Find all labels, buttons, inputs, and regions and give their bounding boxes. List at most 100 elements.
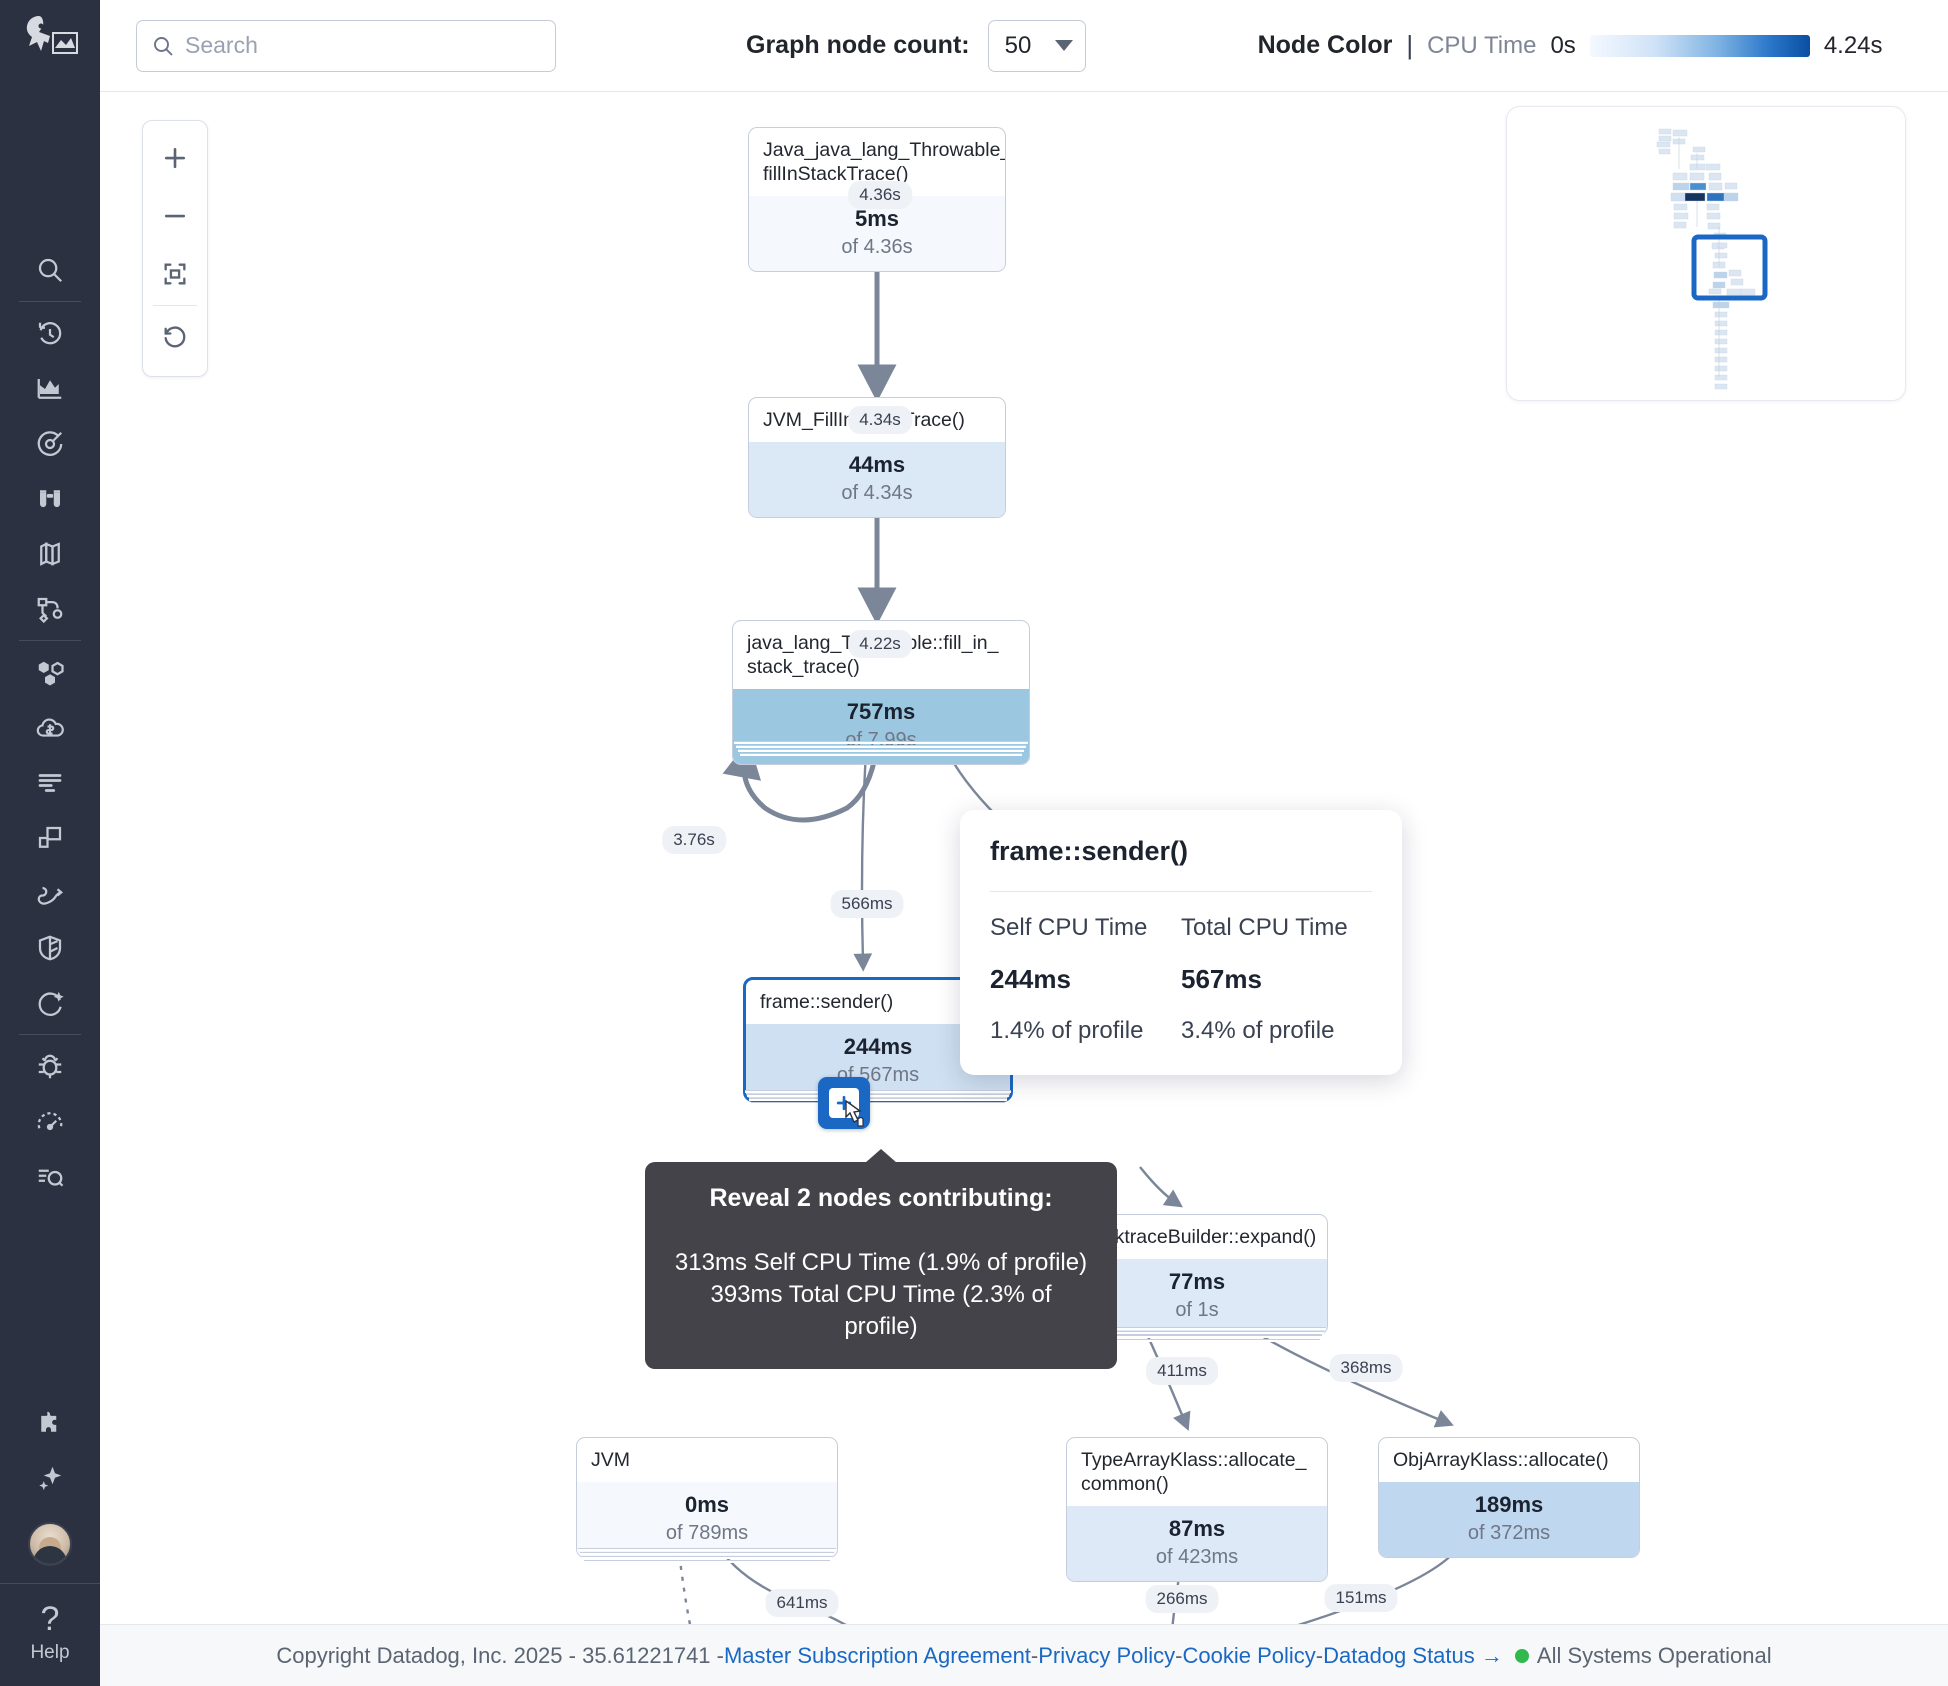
- footer: Copyright Datadog, Inc. 2025 - 35.612217…: [100, 1624, 1948, 1686]
- sidebar-divider: [19, 301, 81, 302]
- sidebar-item-profiler[interactable]: [0, 1094, 100, 1149]
- edge-label: 411ms: [1146, 1357, 1218, 1385]
- graph-node-title: frame::sender(): [760, 991, 894, 1013]
- avatar: [28, 1522, 72, 1566]
- sidebar-item-log-management[interactable]: [0, 755, 100, 810]
- graph-node-self-time: 87ms: [1168, 1515, 1226, 1541]
- footer-sep-1: -: [1030, 1642, 1039, 1668]
- reset-view-button[interactable]: [142, 308, 208, 366]
- sidebar-item-dashboards[interactable]: [0, 361, 100, 416]
- legend-max: 4.24s: [1823, 31, 1883, 59]
- graph-node-title: Java_java_lang_Throwable_ fillInStackTra…: [763, 139, 1006, 185]
- sidebar-item-security[interactable]: [0, 920, 100, 975]
- edge-label: 4.36s: [848, 181, 912, 209]
- sidebar-item-history[interactable]: [0, 306, 100, 361]
- graph-canvas[interactable]: Java_java_lang_Throwable_ fillInStackTra…: [100, 92, 1948, 1624]
- tooltip-total-value: 567ms: [1181, 964, 1262, 994]
- graph-node-total-time: of 4.36s: [841, 235, 913, 258]
- fit-to-screen-icon: [164, 263, 186, 285]
- graph-node-total-time: of 1s: [1175, 1298, 1219, 1321]
- edge-label: 368ms: [1329, 1354, 1403, 1382]
- footer-status-text: All Systems Operational: [1536, 1642, 1772, 1668]
- minimap-graph: [1656, 128, 1768, 390]
- footer-link-status[interactable]: Datadog Status →: [1323, 1642, 1503, 1668]
- graph-node-total-time: of 372ms: [1467, 1521, 1551, 1544]
- graph-node-self-time: 189ms: [1474, 1491, 1544, 1517]
- legend-metric: CPU Time: [1427, 31, 1537, 59]
- sidebar-item-digital-experience[interactable]: [0, 810, 100, 865]
- sidebar-item-ci-visibility[interactable]: [0, 1149, 100, 1204]
- footer-copyright: Copyright Datadog, Inc. 2025 - 35.612217…: [276, 1642, 724, 1668]
- toolbar: Search Graph node count: 50 Node Color |…: [100, 0, 1948, 92]
- question-mark-icon: ?: [40, 1600, 60, 1638]
- zoom-controls: [142, 120, 208, 377]
- tooltip-self-percent: 1.4% of profile: [990, 1017, 1144, 1044]
- chevron-down-icon: [1054, 40, 1073, 51]
- tooltip-divider: [990, 891, 1372, 892]
- sidebar-item-service-management[interactable]: [0, 865, 100, 920]
- datadog-logo[interactable]: [19, 12, 81, 70]
- left-sidebar: ? Help: [0, 0, 100, 1686]
- graph-node-title: BacktraceBuilder::expand(): [1081, 1226, 1317, 1248]
- graph-node-total-time: of 7.99s: [845, 728, 917, 751]
- sidebar-item-watchdog[interactable]: [0, 471, 100, 526]
- user-avatar-button[interactable]: [0, 1505, 100, 1583]
- footer-link-privacy[interactable]: Privacy Policy: [1038, 1642, 1176, 1668]
- status-indicator-dot: [1514, 1648, 1529, 1663]
- minimap-viewport: [1691, 234, 1768, 301]
- edge-label: 3.76s: [662, 826, 726, 854]
- edge-label: 4.34s: [848, 406, 912, 434]
- legend-min: 0s: [1550, 31, 1576, 59]
- node-color-legend: Node Color | CPU Time 0s 4.24s: [1258, 30, 1883, 61]
- search-input[interactable]: Search: [136, 19, 556, 72]
- sidebar-item-search[interactable]: [0, 242, 100, 297]
- reveal-nodes-button[interactable]: [818, 1077, 870, 1129]
- sidebar-divider-3: [19, 1034, 81, 1035]
- help-label: Help: [30, 1642, 70, 1663]
- sidebar-item-sparkle[interactable]: [0, 1450, 100, 1505]
- footer-link-cookie[interactable]: Cookie Policy: [1182, 1642, 1316, 1668]
- plus-icon: [164, 147, 186, 169]
- search-icon: [154, 36, 173, 56]
- reveal-tooltip-line1: Reveal 2 nodes contributing:: [709, 1184, 1053, 1212]
- graph-node-total-time: of 423ms: [1155, 1545, 1239, 1568]
- tooltip-arrow: [865, 1149, 897, 1163]
- fit-to-screen-button[interactable]: [142, 245, 208, 303]
- sidebar-item-error-tracking[interactable]: [0, 1039, 100, 1094]
- edge-label: 566ms: [830, 890, 904, 918]
- legend-gradient-bar: [1589, 34, 1810, 57]
- node-count-control: Graph node count: 50: [746, 19, 1086, 72]
- footer-sep-3: -: [1315, 1642, 1324, 1668]
- footer-sep-2: -: [1175, 1642, 1183, 1668]
- sidebar-item-monitors[interactable]: [0, 416, 100, 471]
- graph-node-self-time: 0ms: [684, 1491, 730, 1517]
- node-count-label: Graph node count:: [746, 31, 970, 59]
- sidebar-item-infrastructure[interactable]: [0, 645, 100, 700]
- help-button[interactable]: ? Help: [0, 1583, 100, 1686]
- sidebar-item-cloud-cost[interactable]: [0, 700, 100, 755]
- sidebar-divider-2: [19, 640, 81, 641]
- reset-icon: [164, 326, 186, 348]
- tooltip-total-percent: 3.4% of profile: [1181, 1017, 1335, 1044]
- minimap[interactable]: [1506, 106, 1906, 401]
- graph-node-self-time: 77ms: [1168, 1268, 1226, 1294]
- zoom-out-button[interactable]: [142, 187, 208, 245]
- node-count-value: 50: [1004, 31, 1032, 59]
- graph-node-self-time: 244ms: [843, 1033, 913, 1059]
- node-count-select[interactable]: 50: [987, 19, 1086, 72]
- edge-label: 4.22s: [848, 630, 912, 658]
- sidebar-item-apm[interactable]: [0, 581, 100, 636]
- footer-link-msa[interactable]: Master Subscription Agreement: [723, 1642, 1031, 1668]
- graph-node-title: JVM: [591, 1449, 630, 1471]
- sidebar-item-integrations[interactable]: [0, 1395, 100, 1450]
- legend-title: Node Color: [1257, 31, 1393, 59]
- reveal-tooltip-line3: 393ms Total CPU Time (2.3% of profile): [710, 1281, 1052, 1341]
- sidebar-item-ai[interactable]: [0, 975, 100, 1030]
- zoom-in-button[interactable]: [142, 129, 208, 187]
- sidebar-item-logs[interactable]: [0, 526, 100, 581]
